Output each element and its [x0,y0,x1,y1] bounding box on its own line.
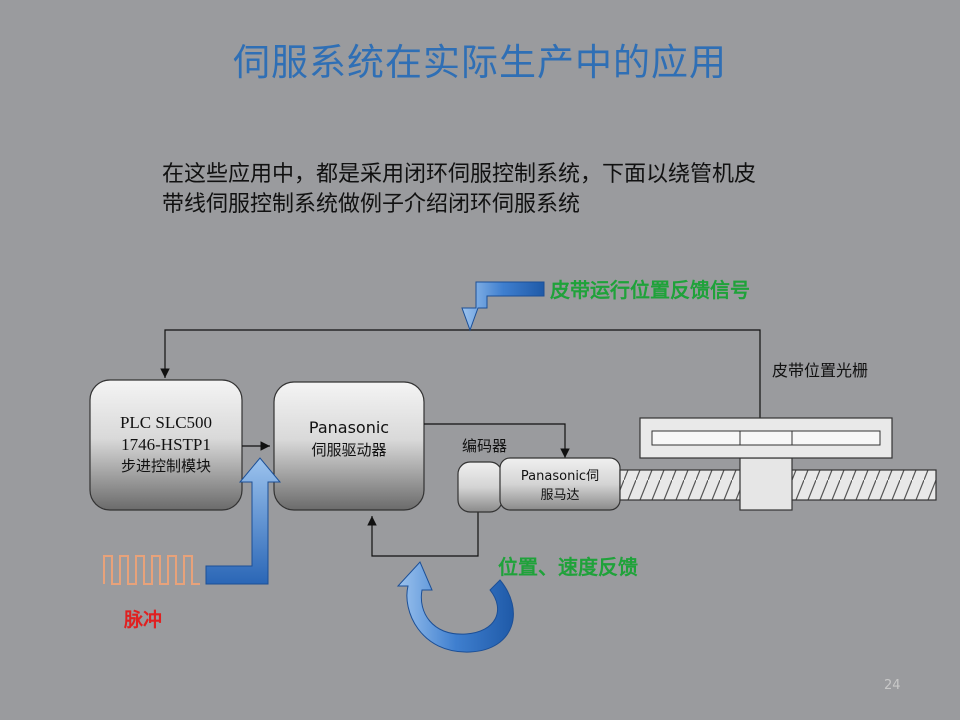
intro-text: 在这些应用中，都是采用闭环伺服控制系统，下面以绕管机皮 带线伺服控制系统做例子介… [162,160,842,220]
servo-driver-line1: Panasonic [309,418,389,437]
pos-speed-feedback-label: 位置、速度反馈 [498,555,638,579]
encoder-label: 编码器 [462,437,507,455]
servo-driver-line2: 伺服驱动器 [311,441,386,459]
servo-driver-block [273,381,425,511]
plc-block-line3: 步进控制模块 [121,457,211,475]
pulse-train-icon [103,555,200,585]
belt-feedback-label: 皮带运行位置反馈信号 [550,278,750,302]
servo-motor-line1: Panasonic伺 [521,469,599,484]
servo-motor-line2: 服马达 [540,488,579,503]
encoder-feedback-line [367,512,479,557]
pulse-arrow-icon [205,457,282,585]
slide-title: 伺服系统在实际生产中的应用 [233,41,727,84]
encoder-block [457,461,503,513]
page-number: 24 [884,678,901,693]
plc-block-line2: 1746-HSTP1 [121,435,211,454]
belt-feedback-arrow-icon [461,281,545,332]
belt-feedback-line [160,329,761,418]
intro-line-1: 在这些应用中，都是采用闭环伺服控制系统，下面以绕管机皮 [162,162,757,187]
pulse-label: 脉冲 [123,608,162,631]
carriage-block [739,457,793,511]
feedback-curve-arrow-icon [396,561,514,653]
grating-label: 皮带位置光栅 [772,361,868,380]
driver-to-motor-arrow [424,423,570,458]
plc-block-line1: PLC SLC500 [120,413,212,432]
grating-scale [651,430,881,446]
plc-block [89,379,243,511]
intro-line-2: 带线伺服控制系统做例子介绍闭环伺服系统 [162,192,581,217]
